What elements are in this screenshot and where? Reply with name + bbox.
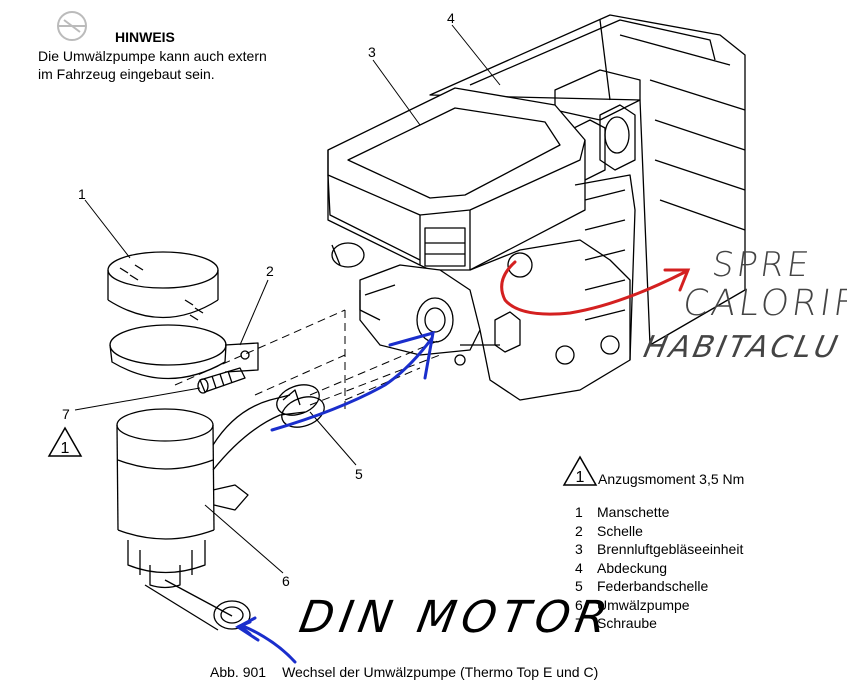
spring-clamp-part-5 [276, 384, 325, 428]
callout-5: 5 [355, 466, 363, 482]
callout-4: 4 [447, 10, 455, 26]
handwritten-line-1: SPRE [709, 245, 815, 285]
blue-arrow-annotation-top [270, 330, 435, 432]
blue-arrow-annotation-bottom [235, 616, 297, 664]
torque-spec: Anzugsmoment 3,5 Nm [598, 471, 745, 487]
handwritten-line-2: CALORIF. [680, 283, 847, 324]
warning-triangle-icon: 1 [47, 426, 83, 457]
callout-leader-lines [74, 24, 501, 574]
note-body: Die Umwälzpumpe kann auch extern im Fahr… [38, 48, 267, 82]
callout-7: 7 [62, 406, 70, 422]
circulation-pump-part-6 [116, 394, 306, 631]
svg-text:1: 1 [576, 469, 585, 486]
handwritten-line-4: DIN MOTOR [295, 592, 617, 643]
blower-housing-part-3 [327, 87, 586, 271]
red-arrow-annotation [500, 260, 691, 316]
callout-1: 1 [78, 186, 86, 202]
callout-2: 2 [266, 263, 274, 279]
svg-text:1: 1 [61, 440, 70, 457]
warning-triangle-icon-legend: 1 [562, 455, 598, 486]
clamp-part-2 [109, 324, 259, 380]
opel-logo-icon [57, 11, 87, 41]
note-title: HINWEIS [115, 29, 175, 45]
handwritten-line-3: HABITACLU [640, 330, 844, 365]
heater-cover-part-4 [429, 14, 746, 346]
callout-6: 6 [282, 573, 290, 589]
lower-housing [359, 174, 636, 401]
screw-part-7 [197, 367, 246, 394]
sleeve-part-1 [107, 251, 219, 321]
callout-3: 3 [368, 44, 376, 60]
